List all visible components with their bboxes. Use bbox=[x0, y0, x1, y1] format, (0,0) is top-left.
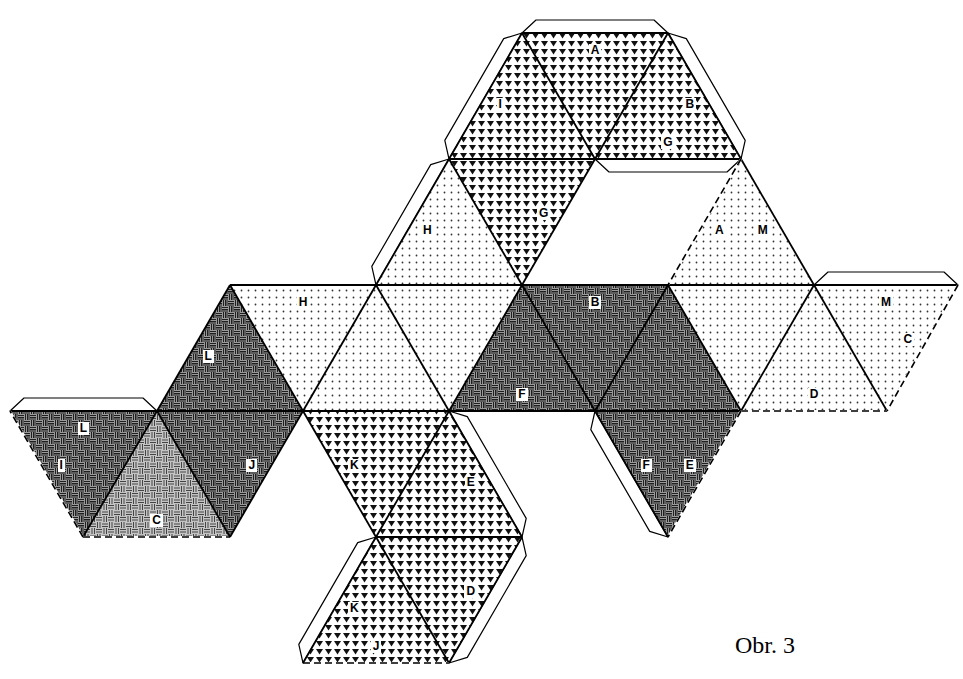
fold-edge bbox=[449, 33, 522, 159]
fold-edge bbox=[595, 33, 668, 159]
fold-edge-ground bbox=[887, 285, 958, 411]
edge-letter: E bbox=[465, 476, 477, 489]
edge-letter: D bbox=[808, 388, 821, 401]
glue-tab bbox=[522, 20, 668, 33]
edge-letter: B bbox=[683, 98, 696, 111]
net-face bbox=[668, 159, 814, 285]
cut-edge-dashed bbox=[303, 662, 449, 664]
fold-edge bbox=[376, 285, 449, 411]
fold-edge bbox=[376, 159, 449, 285]
fold-edge bbox=[741, 285, 814, 411]
fold-edge bbox=[230, 411, 303, 537]
net-face bbox=[376, 159, 522, 285]
edge-letter: F bbox=[641, 459, 652, 472]
fold-edge bbox=[814, 285, 887, 411]
cut-edge-dashed bbox=[668, 159, 741, 285]
fold-edge bbox=[157, 411, 230, 537]
fold-edge bbox=[449, 411, 522, 537]
edge-letter: B bbox=[589, 296, 602, 309]
fold-edge-ground bbox=[10, 411, 83, 537]
net-face bbox=[814, 285, 958, 411]
edge-letter: K bbox=[348, 602, 361, 615]
edge-letter: F bbox=[516, 388, 527, 401]
fold-edge bbox=[376, 284, 522, 286]
fold-edge-ground bbox=[668, 411, 741, 537]
fold-edge bbox=[814, 284, 958, 286]
fold-edge bbox=[522, 32, 668, 34]
fold-edge bbox=[303, 411, 376, 537]
fold-edge bbox=[449, 158, 595, 160]
fold-edge bbox=[522, 285, 595, 411]
fold-edge bbox=[668, 285, 741, 411]
fold-edge bbox=[522, 33, 595, 159]
net-face bbox=[157, 411, 303, 537]
edge-letter: H bbox=[421, 224, 434, 237]
cut-edge-dashed bbox=[83, 536, 230, 538]
fold-edge bbox=[449, 285, 522, 411]
fold-edge bbox=[668, 284, 814, 286]
edge-letter: C bbox=[902, 333, 915, 346]
fold-edge bbox=[668, 33, 741, 159]
fold-edge bbox=[449, 537, 522, 663]
fold-edge bbox=[230, 284, 376, 286]
edge-letter: J bbox=[371, 640, 382, 653]
fold-edge bbox=[595, 411, 668, 537]
cut-edge-dashed bbox=[887, 285, 958, 411]
fold-edge bbox=[83, 411, 157, 537]
fold-edge-ground bbox=[668, 159, 741, 285]
fold-edge bbox=[595, 410, 741, 412]
fold-edge bbox=[303, 537, 376, 663]
fold-edge bbox=[595, 158, 741, 160]
cut-edge-dashed bbox=[741, 410, 887, 412]
edge-letter: E bbox=[684, 459, 696, 472]
fold-edge bbox=[157, 285, 230, 411]
net-face bbox=[376, 411, 522, 537]
fold-edge-ground bbox=[303, 662, 449, 664]
fold-edge bbox=[595, 285, 668, 411]
fold-edge-ground bbox=[741, 410, 887, 412]
fold-edge bbox=[376, 411, 449, 537]
glue-tab bbox=[10, 398, 157, 411]
fold-edge bbox=[376, 537, 449, 663]
edge-letter: G bbox=[661, 136, 674, 149]
net-face bbox=[595, 411, 741, 537]
edge-letter: A bbox=[713, 224, 726, 237]
net-face bbox=[303, 537, 449, 663]
edge-letter: M bbox=[879, 296, 893, 309]
edge-letter: M bbox=[756, 224, 770, 237]
edge-letter: G bbox=[537, 207, 550, 220]
fold-edge bbox=[449, 159, 522, 285]
net-face bbox=[595, 33, 741, 159]
edge-letter: I bbox=[58, 459, 65, 472]
fold-edge bbox=[376, 536, 522, 538]
fold-edge bbox=[303, 285, 376, 411]
edge-letter: H bbox=[297, 296, 310, 309]
edge-letter: C bbox=[150, 514, 163, 527]
fold-edge bbox=[522, 284, 668, 286]
figure-caption: Obr. 3 bbox=[735, 632, 795, 659]
edge-letter: L bbox=[78, 422, 89, 435]
edge-letter: A bbox=[589, 44, 602, 57]
fold-edge bbox=[449, 410, 595, 412]
glue-tab bbox=[814, 272, 958, 285]
fold-edge-ground bbox=[83, 536, 230, 538]
edge-letter: K bbox=[348, 459, 361, 472]
edge-letter: D bbox=[464, 585, 477, 598]
fold-edge bbox=[230, 285, 303, 411]
fold-edge bbox=[303, 410, 449, 412]
glue-tab bbox=[595, 159, 741, 172]
edge-letter: L bbox=[203, 350, 214, 363]
fold-edge bbox=[157, 410, 303, 412]
cut-edge-dashed bbox=[10, 411, 83, 537]
cut-edge-dashed bbox=[668, 411, 741, 537]
fold-edge bbox=[522, 159, 595, 285]
fold-edge bbox=[741, 159, 814, 285]
fold-edge bbox=[10, 410, 157, 412]
edge-letter: J bbox=[246, 459, 257, 472]
edge-letter: I bbox=[497, 98, 504, 111]
